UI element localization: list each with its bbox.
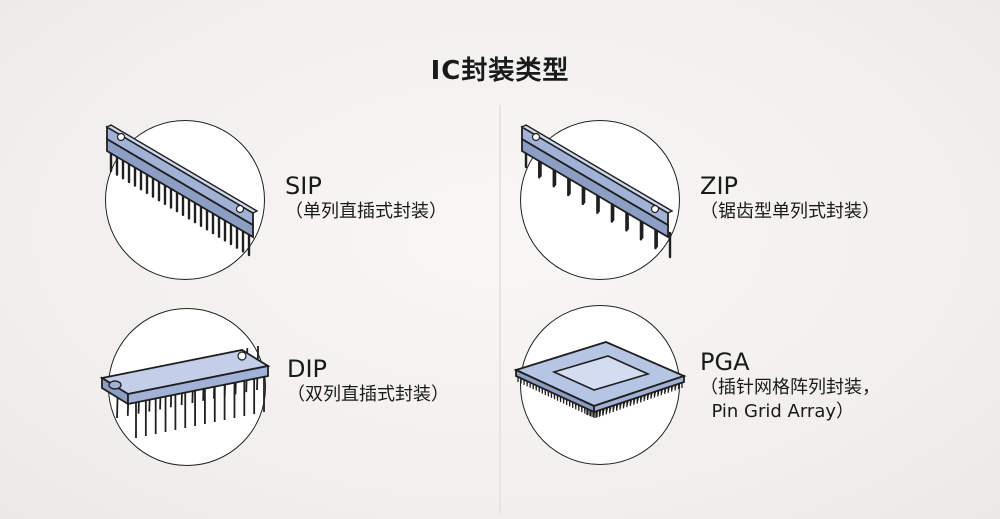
center-divider <box>499 105 501 515</box>
zip-package-image <box>520 124 674 259</box>
sip-name: SIP <box>285 172 322 200</box>
pga-desc: （插针网格阵列封装， Pin Grid Array） <box>700 377 880 422</box>
sip-package-image <box>105 124 259 257</box>
dip-desc: （双列直插式封装） <box>287 384 449 405</box>
dip-package-image <box>99 346 271 438</box>
pga-package-image <box>513 341 687 418</box>
pga-label: PGA （插针网格阵列封装， Pin Grid Array） <box>700 348 880 424</box>
dip-name: DIP <box>287 355 328 383</box>
page-title: IC封装类型 <box>430 56 570 86</box>
sip-label: SIP （单列直插式封装） <box>285 172 447 224</box>
zip-desc: （锯齿型单列式封装） <box>700 201 880 222</box>
dip-label: DIP （双列直插式封装） <box>287 355 449 407</box>
pga-name: PGA <box>700 348 750 376</box>
zip-name: ZIP <box>700 172 738 200</box>
zip-label: ZIP （锯齿型单列式封装） <box>700 172 880 224</box>
sip-desc: （单列直插式封装） <box>285 201 447 222</box>
